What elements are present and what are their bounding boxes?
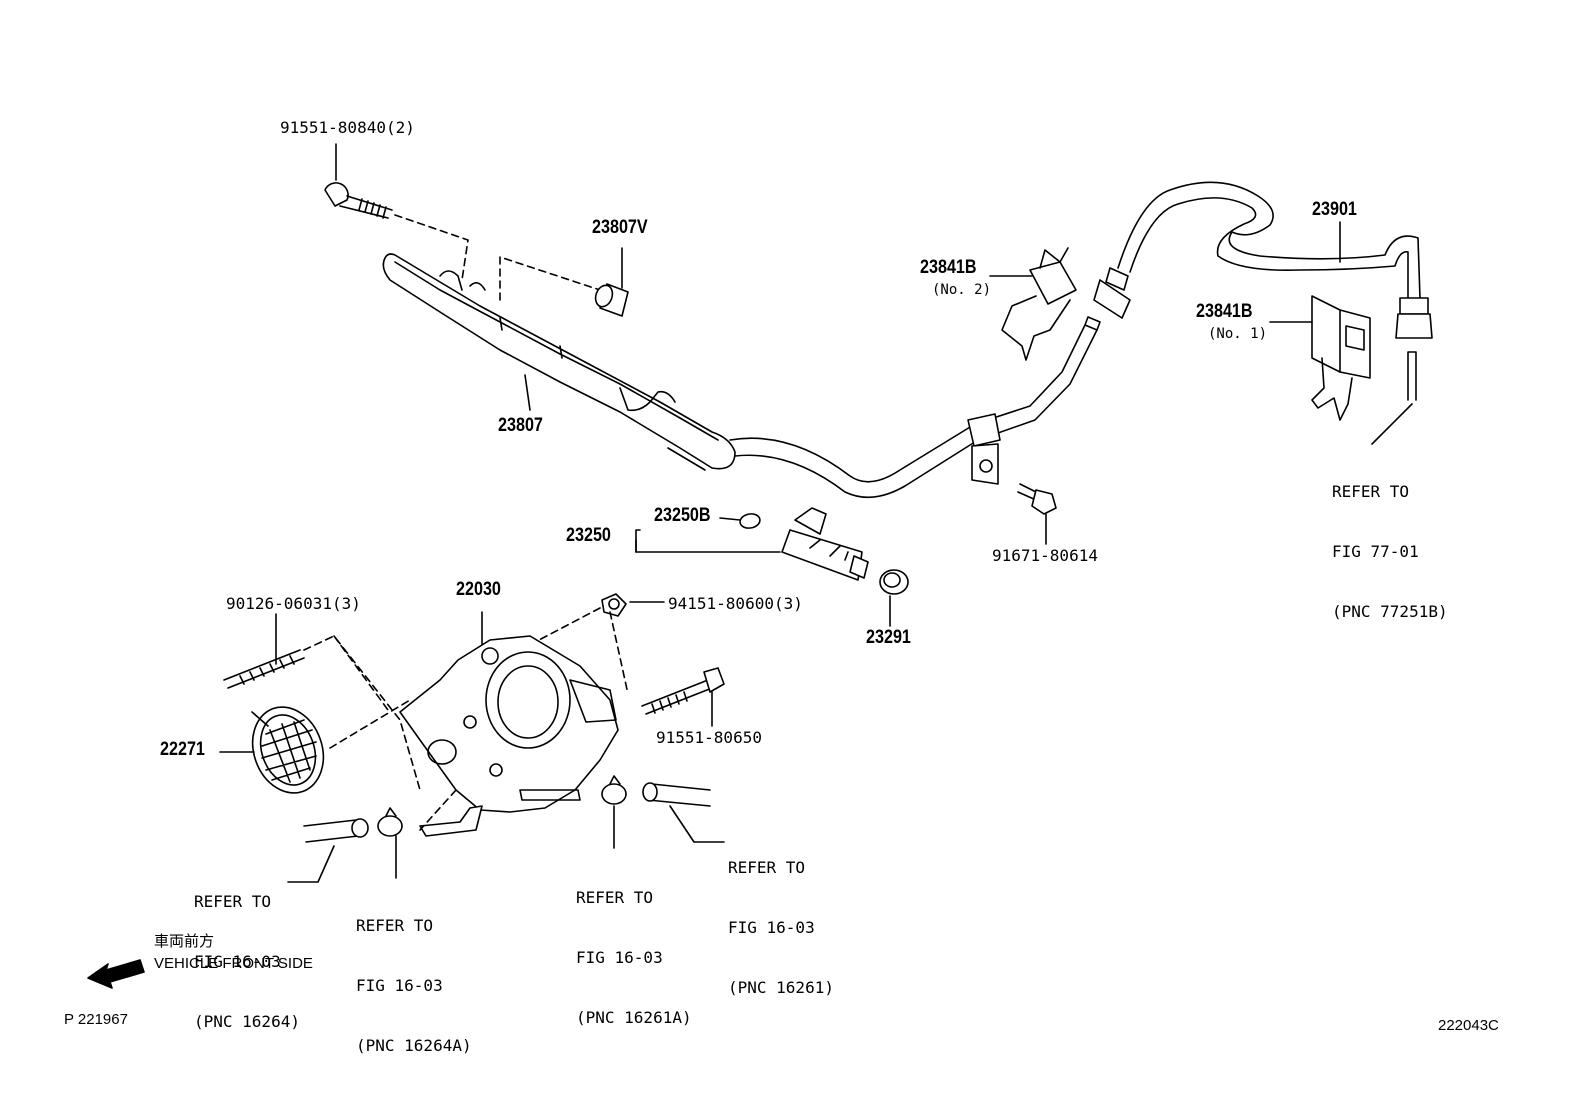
label-23901: 23901 [1312, 199, 1357, 220]
label-23250b: 23250B [654, 505, 711, 526]
label-91671-80614: 91671-80614 [992, 546, 1098, 565]
refer-line-1: REFER TO [1332, 482, 1410, 501]
label-23807: 23807 [498, 415, 543, 436]
refer-line-2: FIG 16-03 [194, 952, 281, 971]
clamp-23841b-no2 [989, 247, 1077, 361]
label-94151-80600: 94151-80600(3) [668, 594, 803, 613]
refer-fig-77-01: REFER TO FIG 77-01 (PNC 77251B) [1332, 442, 1448, 642]
bolt-91551-80840 [324, 143, 393, 219]
footer-right-code: 222043C [1438, 1017, 1499, 1034]
refer-line-1: REFER TO [576, 888, 654, 907]
label-91551-80650: 91551-80650 [656, 728, 762, 747]
gasket-22271 [219, 706, 325, 794]
refer-line-2: FIG 16-03 [728, 918, 815, 937]
refer-fig-16-03-16264a: REFER TO FIG 16-03 (PNC 16264A) [356, 876, 472, 1076]
refer-line-2: FIG 16-03 [356, 976, 443, 995]
label-23807v: 23807V [592, 217, 648, 238]
label-22030: 22030 [456, 579, 501, 600]
o-ring-23291 [879, 569, 909, 627]
fuel-hose-23901 [1093, 181, 1433, 401]
label-23841b-no2: 23841B [920, 257, 977, 278]
injector-23250 [635, 507, 869, 581]
label-23250: 23250 [566, 525, 611, 546]
refer-line-3: (PNC 16264A) [356, 1036, 472, 1055]
bolt-91671-80614 [1017, 483, 1057, 545]
clamp-23841b-no1 [1269, 295, 1413, 445]
collar-23807v [594, 247, 629, 317]
label-22271: 22271 [160, 739, 205, 760]
label-91551-80840: 91551-80840(2) [280, 118, 415, 137]
refer-line-3: (PNC 16261A) [576, 1008, 692, 1027]
refer-line-1: REFER TO [194, 892, 272, 911]
direction-japanese: 車両前方 [154, 933, 215, 950]
refer-line-1: REFER TO [728, 858, 806, 877]
refer-line-3: (PNC 16261) [728, 978, 834, 997]
hose-16261 [642, 782, 725, 843]
refer-fig-16-03-16261: REFER TO FIG 16-03 (PNC 16261) [728, 818, 834, 1018]
footer-left-code: P 221967 [64, 1011, 128, 1028]
dashed-guides-top [394, 214, 601, 301]
clamp-16261a [601, 775, 627, 849]
refer-line-1: REFER TO [356, 916, 434, 935]
direction-english: VEHICLE FRONT SIDE [154, 955, 313, 972]
label-23841b-no2-sub: (No. 2) [932, 282, 992, 298]
stud-90126-06031 [223, 613, 421, 791]
hose-16264 [287, 818, 369, 883]
fuel-pipe [729, 316, 1101, 499]
refer-line-2: FIG 77-01 [1332, 542, 1419, 561]
label-90126-06031: 90126-06031(3) [226, 594, 361, 613]
refer-line-3: (PNC 77251B) [1332, 602, 1448, 621]
refer-line-3: (PNC 16264) [194, 1012, 300, 1031]
refer-fig-16-03-16264: REFER TO FIG 16-03 (PNC 16264) [194, 852, 300, 1052]
refer-fig-16-03-16261a: REFER TO FIG 16-03 (PNC 16261A) [576, 848, 692, 1048]
label-23841b-no1: 23841B [1196, 301, 1253, 322]
throttle-body-22030 [329, 611, 619, 837]
clamp-16264a [377, 807, 403, 879]
bolt-91551-80650 [641, 667, 725, 727]
label-23841b-no1-sub: (No. 1) [1208, 326, 1268, 342]
vehicle-front-arrow [87, 959, 145, 989]
label-23291: 23291 [866, 627, 911, 648]
refer-line-2: FIG 16-03 [576, 948, 663, 967]
fuel-delivery-pipe-23807 [382, 253, 736, 471]
